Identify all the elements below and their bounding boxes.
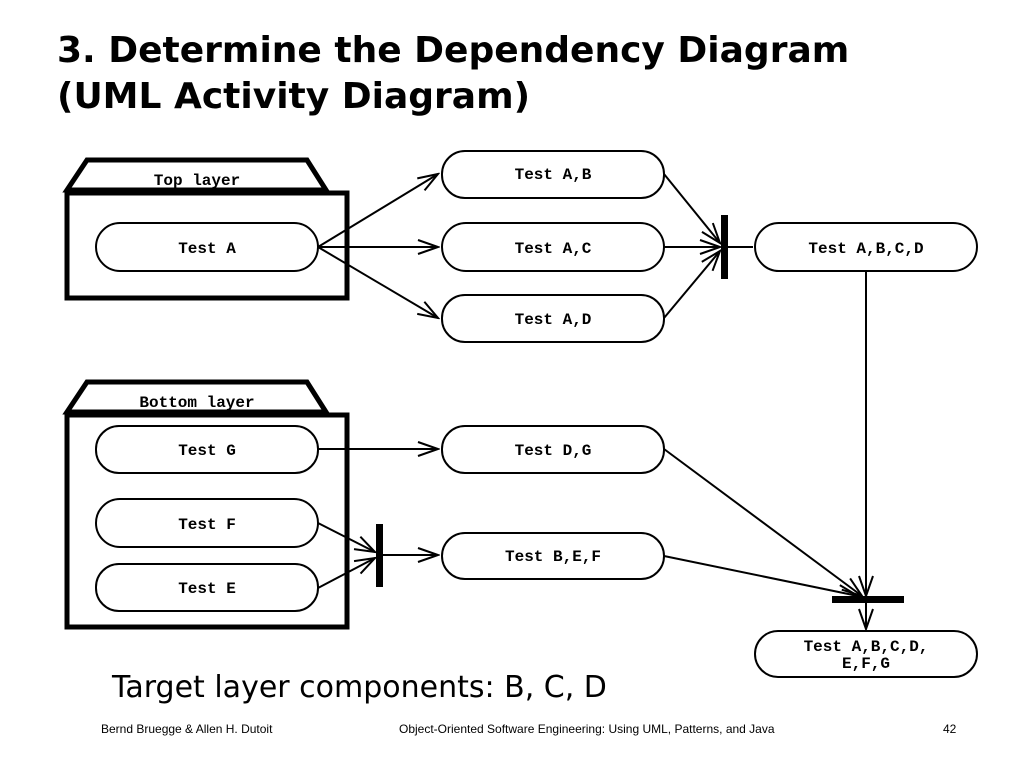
sync-bar-final xyxy=(832,596,904,603)
activity-test-bef: Test B,E,F xyxy=(441,532,665,580)
activity-test-all: Test A,B,C,D, E,F,G xyxy=(754,630,978,678)
arrow-test-f-to-sync xyxy=(317,522,375,552)
slide-title-line-2: (UML Activity Diagram) xyxy=(57,76,531,117)
activity-label-test-bef: Test B,E,F xyxy=(505,548,601,566)
package-tab-bottom xyxy=(62,379,331,415)
activity-test-f: Test F xyxy=(95,498,319,548)
activity-test-ab: Test A,B xyxy=(441,150,665,199)
arrow-test-a-to-ad xyxy=(317,246,438,318)
slide-title: 3. Determine the Dependency Diagram (UML… xyxy=(57,28,849,120)
activity-label-test-all-line-2: E,F,G xyxy=(842,655,890,673)
activity-test-abcd: Test A,B,C,D xyxy=(754,222,978,272)
arrow-ad-to-sync xyxy=(663,251,720,319)
sync-bar-abcd xyxy=(721,215,728,279)
arrow-ab-to-sync xyxy=(663,173,720,243)
sync-bar-ef xyxy=(376,524,383,587)
activity-test-e: Test E xyxy=(95,563,319,612)
arrow-test-a-to-ab xyxy=(317,174,438,248)
activity-label-test-g: Test G xyxy=(178,442,236,460)
footer-authors: Bernd Bruegge & Allen H. Dutoit xyxy=(101,722,273,736)
activity-label-test-ad: Test A,D xyxy=(515,311,592,329)
package-label-top: Top layer xyxy=(154,172,240,190)
activity-label-test-all-line-1: Test A,B,C,D, xyxy=(804,638,929,656)
activity-label-test-ac: Test A,C xyxy=(515,240,592,258)
footer-book-title: Object-Oriented Software Engineering: Us… xyxy=(399,722,775,736)
activity-label-test-abcd: Test A,B,C,D xyxy=(808,240,923,258)
footer-page-number: 42 xyxy=(943,722,957,736)
activity-label-test-e: Test E xyxy=(178,580,236,598)
activity-test-ac: Test A,C xyxy=(441,222,665,272)
target-layer-note: Target layer components: B, C, D xyxy=(112,670,607,705)
package-label-bottom: Bottom layer xyxy=(139,394,254,412)
activity-test-ad: Test A,D xyxy=(441,294,665,343)
activity-test-dg: Test D,G xyxy=(441,425,665,474)
activity-label-test-ab: Test A,B xyxy=(515,166,592,184)
arrow-test-e-to-sync xyxy=(317,558,375,589)
activity-label-test-a: Test A xyxy=(178,240,236,258)
activity-test-a: Test A xyxy=(95,222,319,272)
slide-title-line-1: 3. Determine the Dependency Diagram xyxy=(57,30,850,71)
arrow-bef-to-final-sync xyxy=(663,555,858,596)
activity-test-g: Test G xyxy=(95,425,319,474)
activity-label-test-f: Test F xyxy=(178,516,236,534)
activity-label-test-dg: Test D,G xyxy=(515,442,592,460)
package-tab-top xyxy=(62,157,331,193)
arrow-dg-to-final-sync xyxy=(663,448,862,596)
